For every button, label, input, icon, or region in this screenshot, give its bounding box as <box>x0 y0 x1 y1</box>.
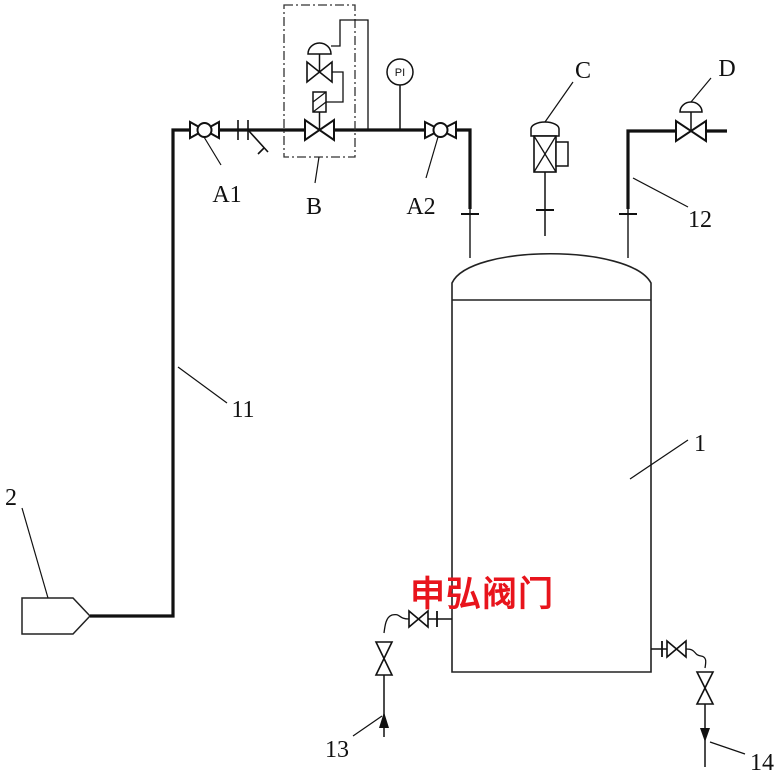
bottom-inlet-13 <box>374 609 452 737</box>
label-14: 14 <box>750 750 774 776</box>
label-2: 2 <box>5 485 17 511</box>
label-1: 1 <box>694 431 706 457</box>
gas-source-2 <box>21 597 92 635</box>
vent-line-12 <box>619 129 727 258</box>
tank-1 <box>451 252 652 673</box>
pi-label: PI <box>395 67 405 79</box>
regulator-b <box>283 4 369 158</box>
label-12: 12 <box>688 207 712 233</box>
valve-a1 <box>189 120 220 140</box>
valve-a2 <box>424 120 457 140</box>
label-a1: A1 <box>212 182 241 208</box>
vent-valve-d <box>675 101 707 143</box>
label-a2: A2 <box>406 194 435 220</box>
strainer-symbol <box>237 120 269 155</box>
leader-lines <box>21 77 746 755</box>
breather-valve-c <box>530 121 569 236</box>
watermark: 申弘阀门 <box>410 575 555 615</box>
label-b: B <box>306 194 322 220</box>
labels: A1 B A2 C D 12 11 2 1 13 14 <box>5 56 774 776</box>
bottom-outlet-14 <box>651 639 715 767</box>
pressure-indicator: PI <box>386 58 414 130</box>
label-11: 11 <box>231 397 254 423</box>
label-c: C <box>575 58 591 84</box>
label-13: 13 <box>325 737 349 763</box>
inlet-line-11 <box>90 128 472 618</box>
label-d: D <box>718 56 735 82</box>
